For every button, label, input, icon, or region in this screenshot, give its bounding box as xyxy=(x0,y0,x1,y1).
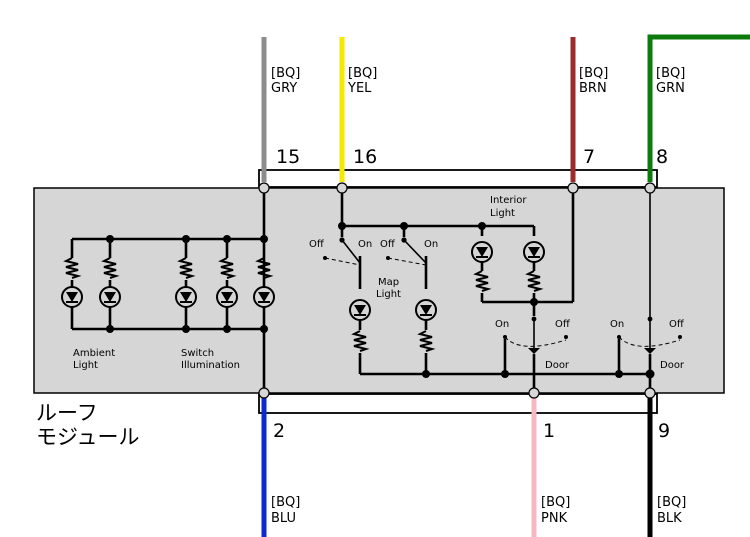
module-title-line1: ルーフ xyxy=(36,401,98,425)
gry-code: [BQ] xyxy=(271,66,300,81)
illumination-junctions xyxy=(106,235,268,333)
ambient-label-1: Ambient xyxy=(73,348,115,359)
map-label-1: Map xyxy=(378,277,399,288)
brn-code: [BQ] xyxy=(579,66,608,81)
interior-label-1: Interior xyxy=(490,195,527,206)
ambient-label-2: Light xyxy=(73,360,98,371)
door1-label: Door xyxy=(545,360,570,371)
door1-on-label: On xyxy=(495,319,509,330)
upper-connector-outline xyxy=(258,169,658,188)
grn-code: [BQ] xyxy=(656,66,685,81)
pin-9: 9 xyxy=(658,420,670,442)
roof-module-body xyxy=(33,187,725,394)
pin-8: 8 xyxy=(656,146,668,168)
map-switch-1 xyxy=(323,237,362,289)
map-label-2: Light xyxy=(376,289,401,300)
interior-label-2: Light xyxy=(490,208,515,219)
pin-16: 16 xyxy=(353,146,377,168)
blu-code: [BQ] xyxy=(271,495,300,510)
gry-color-label: GRY xyxy=(271,81,297,96)
pin-1: 1 xyxy=(543,420,555,442)
map2-off-label: Off xyxy=(380,239,396,250)
pin-7: 7 xyxy=(583,146,595,168)
ground-junctions xyxy=(422,369,655,379)
map-switch-2 xyxy=(386,237,428,289)
door2-label: Door xyxy=(660,360,685,371)
map1-off-label: Off xyxy=(309,239,325,250)
pnk-code: [BQ] xyxy=(541,495,570,510)
blu-color-label: BLU xyxy=(271,511,296,526)
door2-off-label: Off xyxy=(669,319,685,330)
blk-color-label: BLK xyxy=(657,511,682,526)
switch-label-1: Switch xyxy=(181,348,214,359)
terminals xyxy=(258,182,656,399)
yel-color-label: YEL xyxy=(347,81,372,96)
brn-color-label: BRN xyxy=(579,81,607,96)
door1-off-label: Off xyxy=(555,319,571,330)
pin-15: 15 xyxy=(276,146,300,168)
switch-label-2: Illumination xyxy=(181,360,240,371)
map1-on-label: On xyxy=(358,239,372,250)
wire-grn xyxy=(647,34,750,182)
pin-2: 2 xyxy=(273,420,285,442)
lower-connector-outline xyxy=(258,393,658,414)
grn-color-label: GRN xyxy=(656,81,685,96)
yel-code: [BQ] xyxy=(348,66,377,81)
module-title-line2: モジュール xyxy=(36,425,140,449)
map2-on-label: On xyxy=(424,239,438,250)
door-switch-1 xyxy=(503,316,568,388)
blk-code: [BQ] xyxy=(657,495,686,510)
pnk-color-label: PNK xyxy=(541,511,568,526)
door2-on-label: On xyxy=(610,319,624,330)
